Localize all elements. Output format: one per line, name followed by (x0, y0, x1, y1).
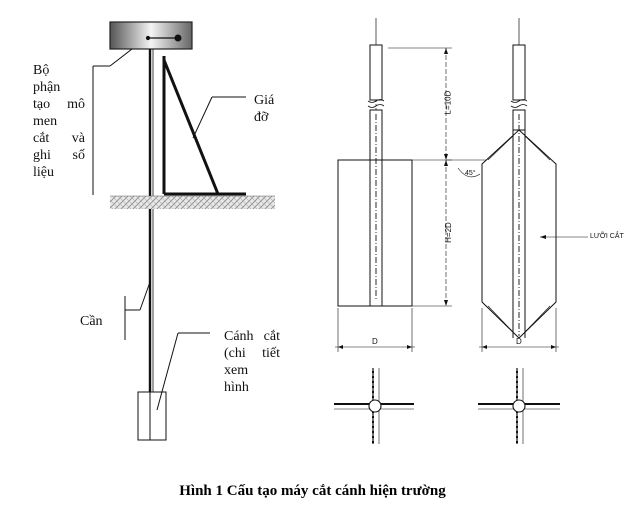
device-line: Bộ (33, 63, 50, 78)
vane-line: xem (224, 363, 249, 378)
cross-section-right (478, 368, 560, 444)
device-line: men (33, 114, 58, 129)
vane-line: (chi tiết (224, 346, 280, 361)
blade-label: LƯỠI CẮT (590, 233, 624, 240)
length-dimension (444, 48, 448, 306)
tapered-vane (481, 129, 557, 339)
rod-label: Cần (80, 314, 103, 329)
dimension-L-label: L=10D (443, 90, 453, 115)
device-line: cắt và (33, 131, 85, 146)
tapered-vane-detail (446, 18, 588, 352)
vane-line: hình (224, 380, 249, 395)
rectangular-vane-detail (335, 18, 452, 352)
vane-body (137, 391, 167, 441)
angle-label: 45° (465, 170, 476, 177)
device-line: liệu (33, 165, 54, 180)
rect-vane (337, 159, 413, 307)
dimension-D-right-label: D (516, 337, 522, 346)
device-line: ghi số (33, 148, 85, 163)
support-label: Giá đỡ (254, 92, 274, 126)
ground-hatch (110, 196, 275, 209)
figure-caption: Hình 1 Cấu tạo máy cắt cánh hiện trường (179, 483, 446, 499)
dimension-D-left-label: D (372, 337, 378, 346)
vane-line: Cánh cắt (224, 329, 280, 344)
support-brace (162, 59, 220, 195)
device-label: Bộ phận tạo mô men cắt và ghi số liệu (33, 62, 85, 181)
support-line: đỡ (254, 110, 269, 125)
field-vane-apparatus (92, 21, 275, 441)
device-leader (109, 48, 133, 67)
device-line: tạo mô (33, 97, 85, 112)
support-line: Giá (254, 93, 275, 108)
vane-label: Cánh cắt (chi tiết xem hình (224, 328, 280, 396)
cross-section-left (334, 368, 414, 444)
dimension-H-label: H=2D (443, 222, 453, 243)
device-line: phận (33, 80, 61, 95)
